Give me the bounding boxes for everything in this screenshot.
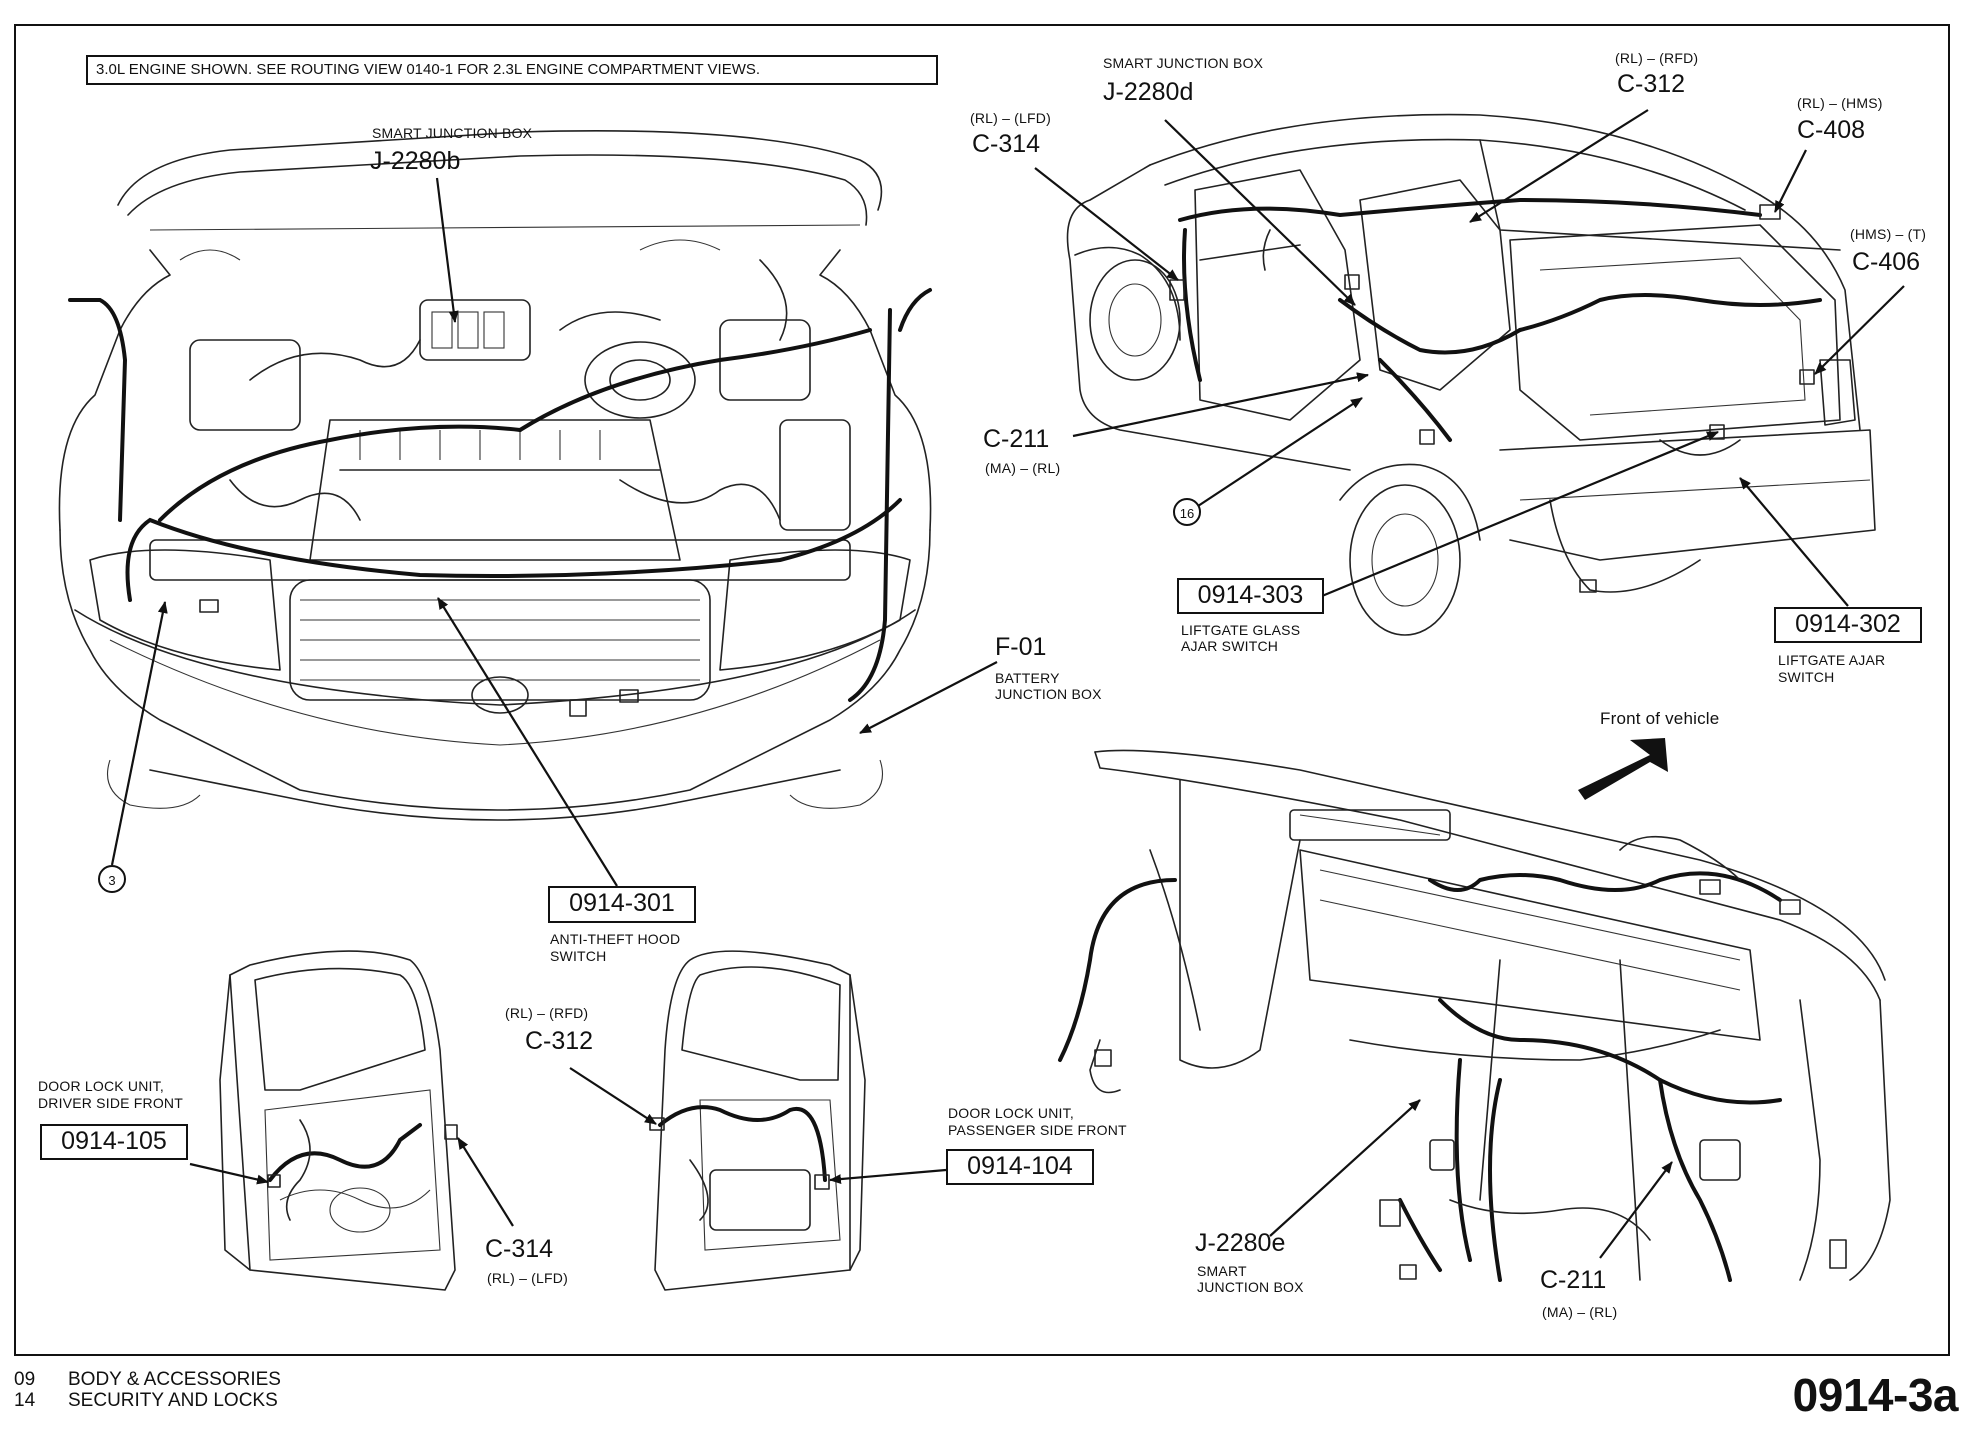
footer-section-number: 14: [14, 1390, 36, 1411]
hood-switch-desc2: SWITCH: [550, 948, 607, 964]
engine-compartment-illustration: [58, 130, 932, 821]
driver-door-illustration: [219, 950, 458, 1291]
sjb-j2280d-title: SMART JUNCTION BOX: [1103, 55, 1264, 71]
c312-rear-code: C-312: [1617, 70, 1686, 98]
passenger-door-illustration: [649, 950, 866, 1291]
sjb-j2280b-title: SMART JUNCTION BOX: [372, 125, 533, 141]
diagram-frame: [14, 24, 1950, 1356]
f01-desc1: BATTERY: [995, 670, 1060, 686]
liftgate-glass-switch-box: 0914-303: [1177, 578, 1324, 614]
hood-switch-desc1: ANTI-THEFT HOOD: [550, 931, 681, 947]
c314-door-circuit: (RL) – (LFD): [487, 1270, 568, 1286]
c312-rear-circuit: (RL) – (RFD): [1615, 50, 1699, 66]
sjb-j2280e-desc2: JUNCTION BOX: [1197, 1279, 1304, 1295]
liftgate-ajar-switch-line2: SWITCH: [1778, 669, 1835, 685]
callout-16: 16: [1173, 498, 1201, 526]
driver-door-lock-box: 0914-105: [40, 1124, 188, 1160]
f01-desc2: JUNCTION BOX: [995, 686, 1102, 702]
c314-door-code: C-314: [485, 1235, 554, 1263]
f01-code: F-01: [995, 633, 1047, 661]
driver-door-lock-desc2: DRIVER SIDE FRONT: [38, 1095, 183, 1111]
liftgate-ajar-switch-line1: LIFTGATE AJAR: [1778, 652, 1886, 668]
liftgate-glass-switch-line2: AJAR SWITCH: [1181, 638, 1279, 654]
c211-ip-code: C-211: [1540, 1266, 1607, 1294]
c211-ip-circuit: (MA) – (RL): [1542, 1304, 1618, 1320]
hood-switch-box: 0914-301: [548, 886, 696, 923]
front-of-vehicle-label: Front of vehicle: [1600, 709, 1720, 728]
sjb-j2280d-code: J-2280d: [1103, 78, 1194, 106]
sjb-j2280b-code: J-2280b: [370, 147, 461, 175]
c314-rear-circuit: (RL) – (LFD): [970, 110, 1051, 126]
liftgate-ajar-switch-box: 0914-302: [1774, 607, 1922, 643]
c312-door-code: C-312: [525, 1027, 594, 1055]
vehicle-rear-illustration: [1066, 113, 1876, 636]
passenger-door-lock-desc1: DOOR LOCK UNIT,: [948, 1105, 1074, 1121]
page-code: 0914-3a: [1792, 1369, 1959, 1421]
passenger-door-lock-desc2: PASSENGER SIDE FRONT: [948, 1122, 1127, 1138]
liftgate-glass-switch-line1: LIFTGATE GLASS: [1181, 622, 1301, 638]
footer-section-title: SECURITY AND LOCKS: [68, 1390, 278, 1411]
engine-view-note: 3.0L ENGINE SHOWN. SEE ROUTING VIEW 0140…: [86, 55, 938, 85]
passenger-door-lock-box: 0914-104: [946, 1149, 1094, 1185]
c314-rear-code: C-314: [972, 130, 1041, 158]
footer-group-title: BODY & ACCESSORIES: [68, 1369, 281, 1390]
sjb-j2280e-desc1: SMART: [1197, 1263, 1247, 1279]
callout-3: 3: [98, 865, 126, 893]
c408-circuit: (RL) – (HMS): [1797, 95, 1883, 111]
c406-circuit: (HMS) – (T): [1850, 226, 1927, 242]
leader-lines: [110, 109, 1905, 1259]
c211-rear-circuit: (MA) – (RL): [985, 460, 1061, 476]
driver-door-lock-desc1: DOOR LOCK UNIT,: [38, 1078, 164, 1094]
c408-code: C-408: [1797, 116, 1866, 144]
c406-code: C-406: [1852, 248, 1921, 276]
c211-rear-code: C-211: [983, 425, 1050, 453]
c312-door-circuit: (RL) – (RFD): [505, 1005, 589, 1021]
footer-group-number: 09: [14, 1369, 36, 1390]
sjb-j2280e-code: J-2280e: [1195, 1229, 1286, 1257]
instrument-panel-illustration: [1058, 738, 1891, 1282]
